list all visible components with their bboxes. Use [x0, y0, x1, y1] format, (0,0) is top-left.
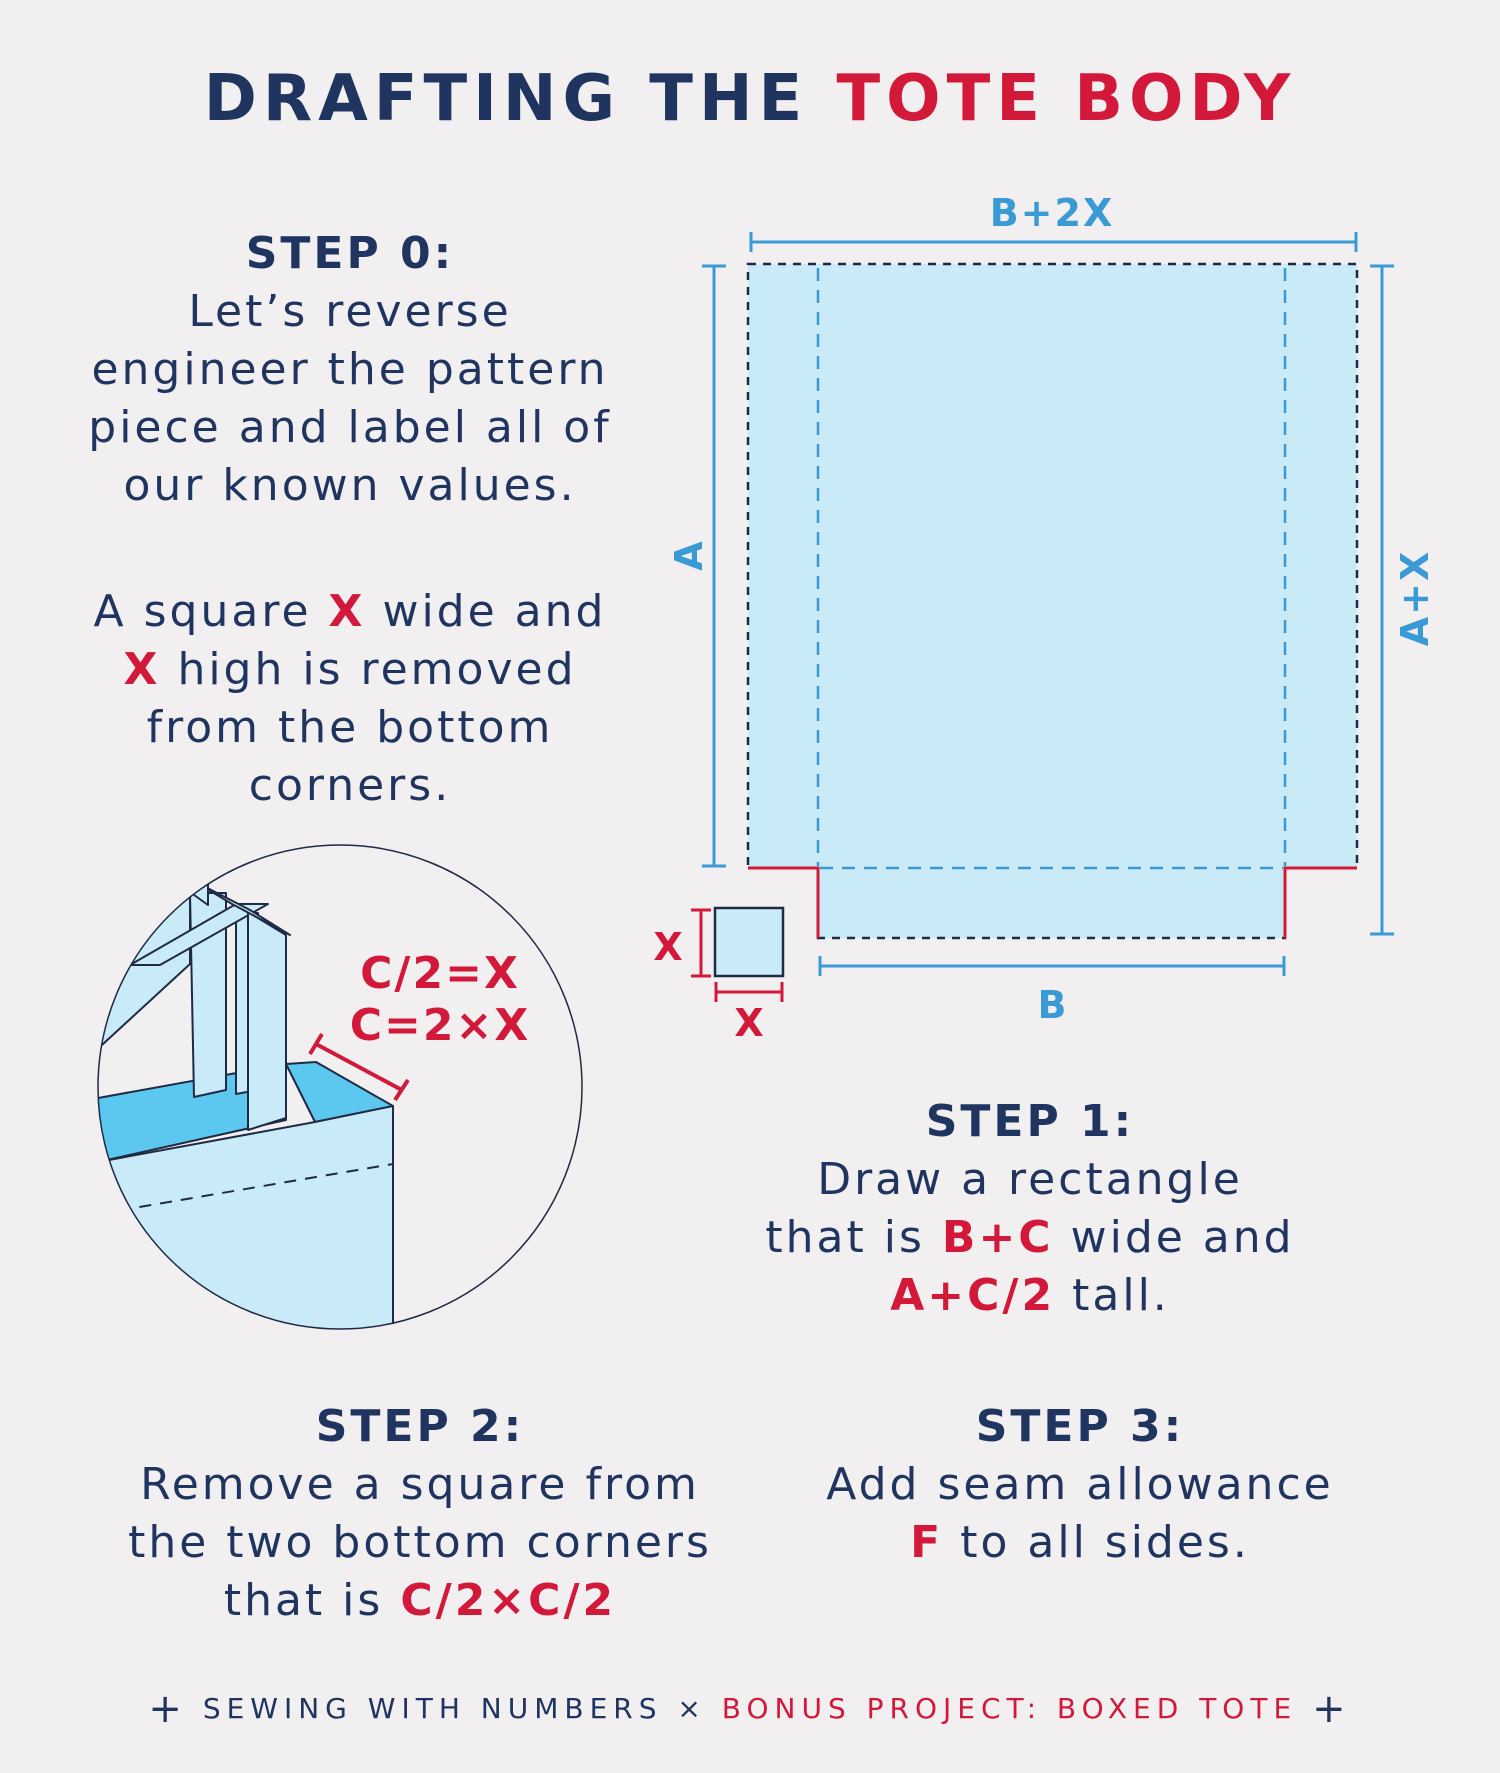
step-3-line: Add seam allowance [826, 1459, 1334, 1510]
note-line: from the bottom [146, 702, 554, 753]
formula-square: C/2×C/2 [400, 1575, 617, 1626]
tote-body-shape [746, 262, 1359, 940]
inset-label-2: C=2×X [350, 1000, 531, 1051]
page-title: DRAFTING THE TOTE BODY [0, 62, 1500, 136]
title-part-red: TOTE BODY [836, 62, 1297, 136]
label-a-plus-x: A+X [1393, 550, 1437, 647]
step-3-text: STEP 3: Add seam allowance F to all side… [770, 1398, 1390, 1572]
pattern-piece [746, 262, 1359, 940]
label-a: A [667, 541, 711, 571]
note-line: corners. [248, 760, 452, 811]
dimension-line-a-plus-x [1370, 264, 1394, 936]
step-1-line: A+C/2 tall. [890, 1270, 1170, 1321]
step-2-line: Remove a square from [140, 1459, 700, 1510]
step-0-line: our known values. [123, 460, 577, 511]
step-3-line: F to all sides. [910, 1517, 1250, 1568]
boxed-corner-inset [97, 844, 583, 1330]
variable-x: X [328, 586, 366, 637]
variable-f: F [910, 1517, 944, 1568]
label-width: B+2X [990, 191, 1115, 235]
cut-corner-left [748, 866, 820, 938]
plus-icon: + [148, 1686, 188, 1732]
dimension-line-width [749, 232, 1358, 252]
cut-corner-right [1283, 866, 1357, 938]
step-1-line: Draw a rectangle [817, 1154, 1243, 1205]
step-0-line: engineer the pattern [91, 344, 609, 395]
step-2-text: STEP 2: Remove a square from the two bot… [80, 1398, 760, 1630]
step-2-heading: STEP 2: [315, 1401, 525, 1452]
footer-project: BONUS PROJECT: BOXED TOTE [721, 1692, 1298, 1725]
note-line: X high is removed [123, 644, 577, 695]
label-square-side: X [653, 925, 682, 969]
variable-x: X [123, 644, 161, 695]
step-1-line: that is B+C wide and [765, 1212, 1295, 1263]
footer: + SEWING WITH NUMBERS × BONUS PROJECT: B… [0, 1686, 1500, 1732]
note-line: A square X wide and [93, 586, 607, 637]
times-icon: × [677, 1692, 707, 1725]
step-3-heading: STEP 3: [975, 1401, 1185, 1452]
step-0-text: STEP 0: Let’s reverse engineer the patte… [40, 225, 660, 515]
step-0-line: piece and label all of [88, 402, 612, 453]
formula-width: B+C [941, 1212, 1054, 1263]
title-part-navy: DRAFTING THE [203, 62, 809, 136]
removed-square [691, 906, 785, 1002]
step-1-text: STEP 1: Draw a rectangle that is B+C wid… [700, 1093, 1360, 1325]
dimension-line-a [702, 264, 726, 868]
label-square-bottom: X [734, 1001, 763, 1045]
inset-label-1: C/2=X [360, 948, 520, 999]
step-2-line: that is C/2×C/2 [223, 1575, 617, 1626]
step-1-heading: STEP 1: [925, 1096, 1135, 1147]
step-0-line: Let’s reverse [188, 286, 512, 337]
step-0-heading: STEP 0: [245, 228, 455, 279]
dimension-line-b [818, 956, 1286, 976]
corner-depth-marker [308, 1032, 410, 1102]
plus-icon: + [1312, 1686, 1352, 1732]
label-b: B [1038, 983, 1067, 1027]
step-2-line: the two bottom corners [128, 1517, 712, 1568]
formula-height: A+C/2 [890, 1270, 1056, 1321]
footer-series: SEWING WITH NUMBERS [202, 1692, 663, 1725]
corner-square-note: A square X wide and X high is removed fr… [40, 583, 660, 815]
